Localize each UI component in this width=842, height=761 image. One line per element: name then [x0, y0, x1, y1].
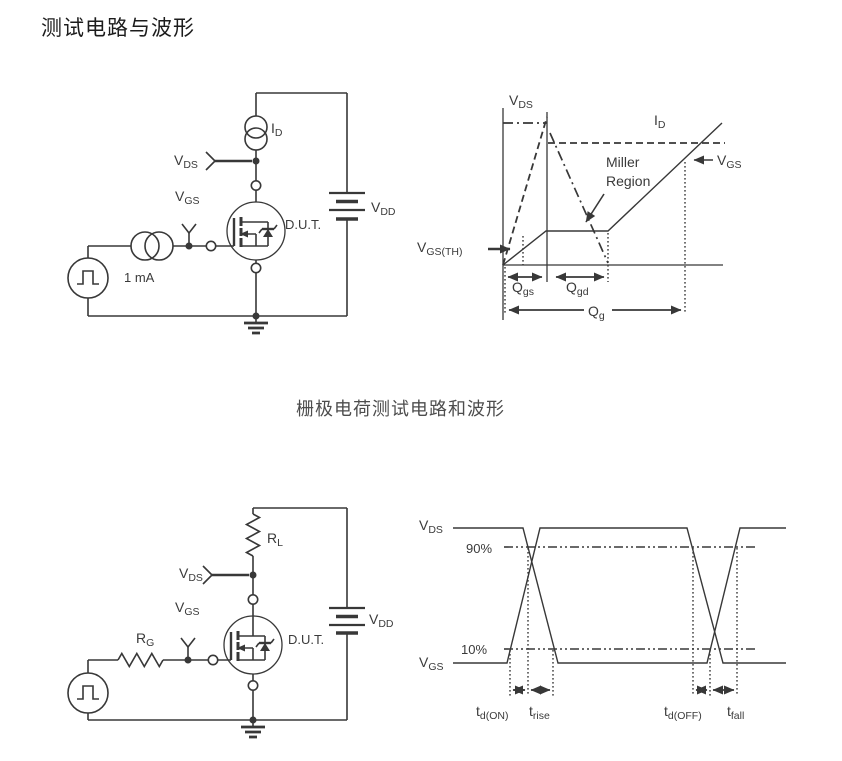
wf1-vds-label: VDS: [509, 92, 533, 111]
miller-region-label-1: Miller: [606, 154, 640, 170]
switching-circuit-art: [67, 507, 365, 739]
switching-waveform-art: [453, 527, 786, 696]
sw-vgs-probe-label: VGS: [175, 599, 200, 618]
qg-label: Qg: [588, 303, 605, 322]
t-fall-label: tfall: [727, 703, 745, 722]
pulse-current-label: 1 mA: [124, 270, 155, 285]
wf2-vds-label: VDS: [419, 517, 443, 536]
sw-vds-probe-label: VDS: [179, 565, 203, 584]
dut-label: D.U.T.: [285, 217, 322, 232]
rg-label: RG: [136, 630, 155, 649]
t-rise-label: trise: [529, 703, 550, 722]
id-source-label: ID: [271, 120, 283, 139]
vgs-probe-label: VGS: [175, 188, 200, 207]
vds-probe-label: VDS: [174, 152, 198, 171]
wf1-id-label: ID: [654, 112, 666, 131]
rl-label: RL: [267, 530, 283, 549]
qgd-label: Qgd: [566, 279, 589, 298]
figure-caption: 栅极电荷测试电路和波形: [296, 399, 505, 419]
qgs-label: Qgs: [512, 279, 534, 298]
gate-charge-circuit-art: [67, 92, 365, 335]
ninety-percent-label: 90%: [466, 541, 493, 556]
ten-percent-label: 10%: [461, 642, 488, 657]
sw-vdd-label: VDD: [369, 611, 394, 630]
vgs-th-label: VGS(TH): [417, 239, 463, 258]
wf2-vgs-label: VGS: [419, 654, 444, 673]
sw-dut-label: D.U.T.: [288, 632, 325, 647]
wf1-vgs-label: VGS: [717, 152, 742, 171]
miller-region-label-2: Region: [606, 173, 651, 189]
page-title: 测试电路与波形: [41, 16, 195, 40]
td-on-label: td(ON): [476, 703, 509, 722]
gate-charge-waveform-art: [488, 108, 725, 320]
vdd-label: VDD: [371, 199, 396, 218]
td-off-label: td(OFF): [664, 703, 702, 722]
